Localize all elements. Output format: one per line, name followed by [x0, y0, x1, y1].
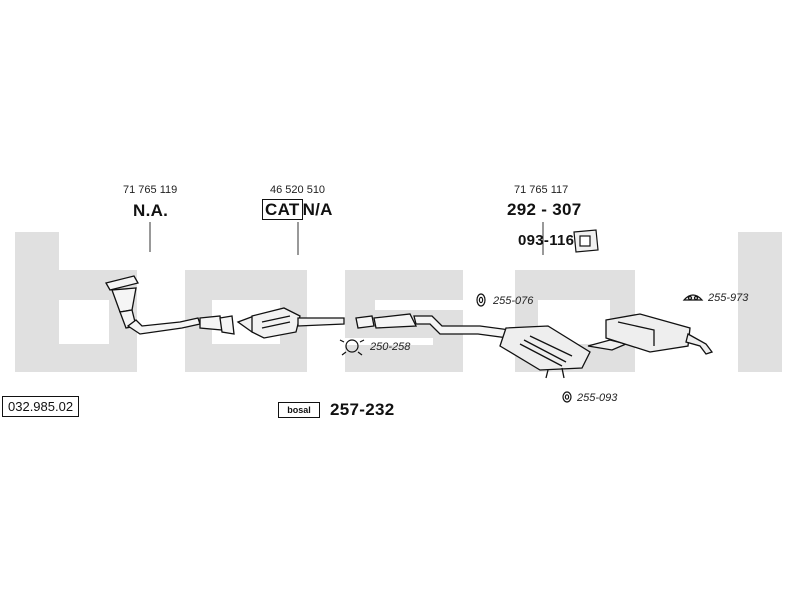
center-pipe: [355, 313, 511, 339]
front-pipe: [105, 275, 235, 335]
rear-silencer: [587, 313, 714, 355]
catalyst-oem: 46 520 510: [270, 184, 326, 196]
kit-brand-badge: bosal: [278, 402, 320, 418]
diagram-id-label: 032.985.02: [2, 396, 80, 417]
kit-number[interactable]: 257-232: [330, 400, 395, 419]
cat-badge: CAT: [262, 199, 303, 220]
middle-silencer: [499, 325, 591, 379]
leader-lines: [149, 222, 544, 255]
rear-section-oem: 71 765 117: [514, 184, 569, 196]
rear-section-code[interactable]: 292 - 307: [507, 200, 582, 219]
rubber-lower-code[interactable]: 255-093: [577, 392, 618, 404]
catalyst-code: N/A: [302, 200, 333, 219]
rubber-hanger-icon: [562, 391, 572, 403]
rear-rubber-icon: [682, 294, 704, 301]
rubber-rear-code[interactable]: 255-973: [708, 292, 749, 304]
front-pipe-oem: 71 765 119: [123, 184, 178, 196]
rubber-ring-icon: [476, 293, 486, 307]
mount-upper-code[interactable]: 093-116: [518, 232, 575, 249]
rubber-mid-code[interactable]: 255-076: [493, 295, 534, 307]
clamp-icon: [339, 339, 365, 356]
clamp-code[interactable]: 250-258: [370, 341, 411, 353]
catalytic-converter: [236, 307, 345, 339]
mount-bracket-icon: [573, 229, 599, 253]
front-pipe-code[interactable]: N.A.: [133, 201, 169, 220]
